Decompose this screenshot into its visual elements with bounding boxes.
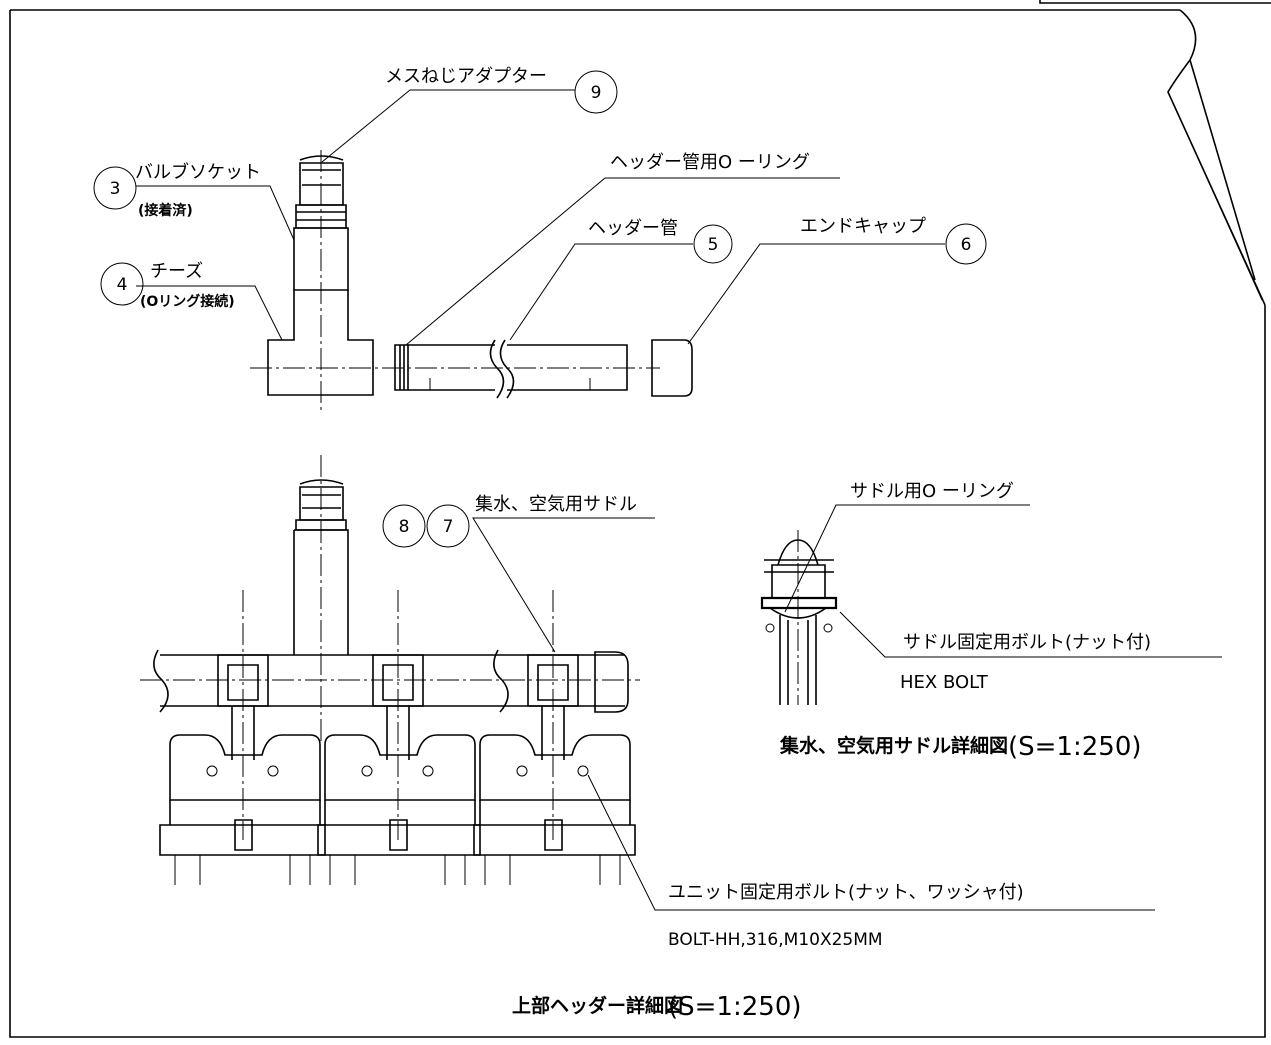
saddle-detail-scale: (S=1:250) (1008, 732, 1142, 762)
page-curl-icon (1167, 9, 1266, 306)
tee-fitting (250, 290, 660, 396)
callout-4-badge: 4 (100, 262, 144, 306)
tee-note: (Oリング接続) (140, 293, 235, 310)
leader-lines-top (136, 89, 945, 346)
callout-8-badge: 8 (382, 504, 426, 548)
callout-3-badge: 3 (93, 166, 137, 210)
header-detail-title: 上部ヘッダー詳細図 (512, 994, 683, 1017)
header-pipe-label: ヘッダー管 (588, 218, 678, 239)
saddle-unit-3 (527, 590, 579, 840)
valve-socket-label: バルブソケット (135, 161, 261, 183)
svg-text:8: 8 (399, 517, 410, 537)
callout-5-badge: 5 (693, 224, 733, 264)
callout-9-badge: 9 (574, 70, 618, 114)
header-detail-scale: (S=1:250) (668, 992, 802, 1022)
header-pipe (394, 339, 628, 399)
saddle-detail-title: 集水、空気用サドル詳細図 (779, 734, 1008, 757)
saddle-unit-1 (217, 590, 269, 840)
membrane-unit-3 (473, 734, 636, 885)
unit-bolt-label: ユニット固定用ボルト(ナット、ワッシャ付) (668, 882, 1024, 903)
unit-bolt-spec: BOLT-HH,316,M10X25MM (668, 930, 883, 950)
svg-text:4: 4 (117, 275, 128, 295)
title-block-corner (1039, 0, 1271, 4)
saddle-unit-2 (372, 590, 424, 840)
end-cap-label: エンドキャップ (800, 216, 926, 237)
valve-socket-note: (接着済) (138, 202, 193, 219)
end-cap (651, 339, 693, 397)
saddle-oring-label: サドル用O ーリング (850, 481, 1014, 502)
callout-7-badge: 7 (426, 504, 470, 548)
svg-text:5: 5 (708, 235, 719, 255)
saddle-bolt-spec: HEX BOLT (900, 672, 989, 693)
sheet-border (9, 9, 1266, 1038)
leader-lines-saddle-detail (784, 504, 1222, 658)
saddle-bolt-label: サドル固定用ボルト(ナット付) (903, 632, 1151, 653)
callout-6-badge: 6 (945, 223, 987, 265)
saddle-detail-view (760, 530, 838, 705)
membrane-unit-2 (317, 734, 481, 885)
tee-label: チーズ (150, 261, 203, 282)
svg-text:9: 9 (591, 83, 602, 103)
saddle-label: 集水、空気用サドル (475, 494, 637, 515)
header-oring-label: ヘッダー管用O ーリング (610, 152, 810, 173)
svg-text:7: 7 (443, 517, 454, 537)
leader-lines-bottom (472, 517, 1155, 911)
adapter-label: メスねじアダプター (385, 66, 547, 87)
svg-text:3: 3 (110, 179, 121, 199)
svg-text:6: 6 (961, 235, 972, 255)
valve-socket-assembly (293, 150, 349, 410)
